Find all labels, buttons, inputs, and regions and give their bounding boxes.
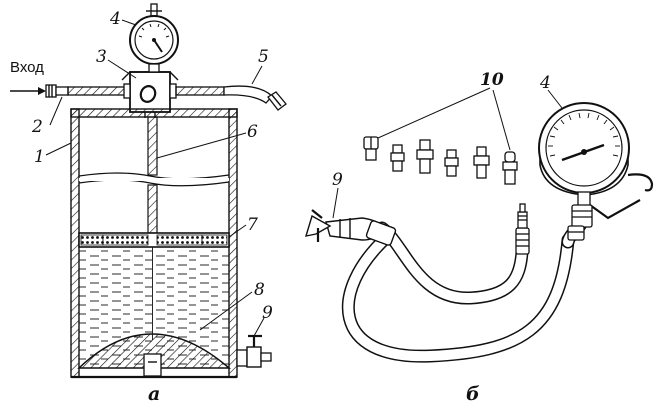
callout-3: 3: [96, 47, 107, 67]
inlet-pipe: [67, 86, 131, 96]
hose-end-fitting: [515, 203, 530, 255]
leader-lines-a: [45, 19, 265, 337]
gauge-scale-ticks: [548, 112, 620, 157]
callout-2: 2: [31, 117, 43, 137]
hand-valve: [304, 209, 397, 246]
callout-9: 9: [262, 303, 273, 323]
outlet-hose: [223, 85, 273, 104]
callout-6: 6: [247, 122, 258, 142]
leader-lines-b: [332, 87, 563, 219]
drain-valve: [236, 334, 272, 368]
kit-pressure-gauge: [538, 102, 654, 220]
callout-4-b: 4: [539, 73, 551, 93]
caption-b: б: [466, 383, 480, 405]
callout-7: 7: [247, 215, 258, 235]
tank-assembly: Вход: [10, 3, 287, 405]
inlet-label: Вход: [10, 59, 44, 76]
adapter-2: [390, 144, 405, 172]
adapter-3: [416, 139, 434, 174]
callout-8: 8: [254, 280, 265, 300]
callout-5: 5: [258, 47, 269, 67]
piston: [78, 232, 230, 248]
callout-9-b: 9: [332, 170, 343, 190]
inlet-fitting: [45, 84, 69, 98]
piston-rod: [147, 116, 158, 340]
tank-pressure-gauge: [129, 3, 179, 73]
gauge-kit: 9 10 4 б: [304, 70, 654, 405]
caption-a: а: [148, 383, 160, 405]
adapter-set: [363, 136, 518, 185]
callout-4: 4: [109, 9, 121, 29]
adapter-6: [502, 151, 518, 185]
adapter-4: [444, 149, 459, 177]
gauge-coupling: [567, 204, 593, 241]
outlet-pipe: [175, 86, 225, 96]
callout-10: 10: [480, 70, 504, 90]
callout-1: 1: [34, 147, 45, 167]
adapter-1: [363, 136, 379, 161]
tank-body: [70, 108, 238, 379]
inlet-arrow: [10, 87, 46, 95]
outlet-nozzle: [267, 91, 287, 111]
valve-block: [121, 71, 179, 118]
adapter-5: [473, 146, 490, 179]
domed-bottom: [77, 333, 232, 377]
